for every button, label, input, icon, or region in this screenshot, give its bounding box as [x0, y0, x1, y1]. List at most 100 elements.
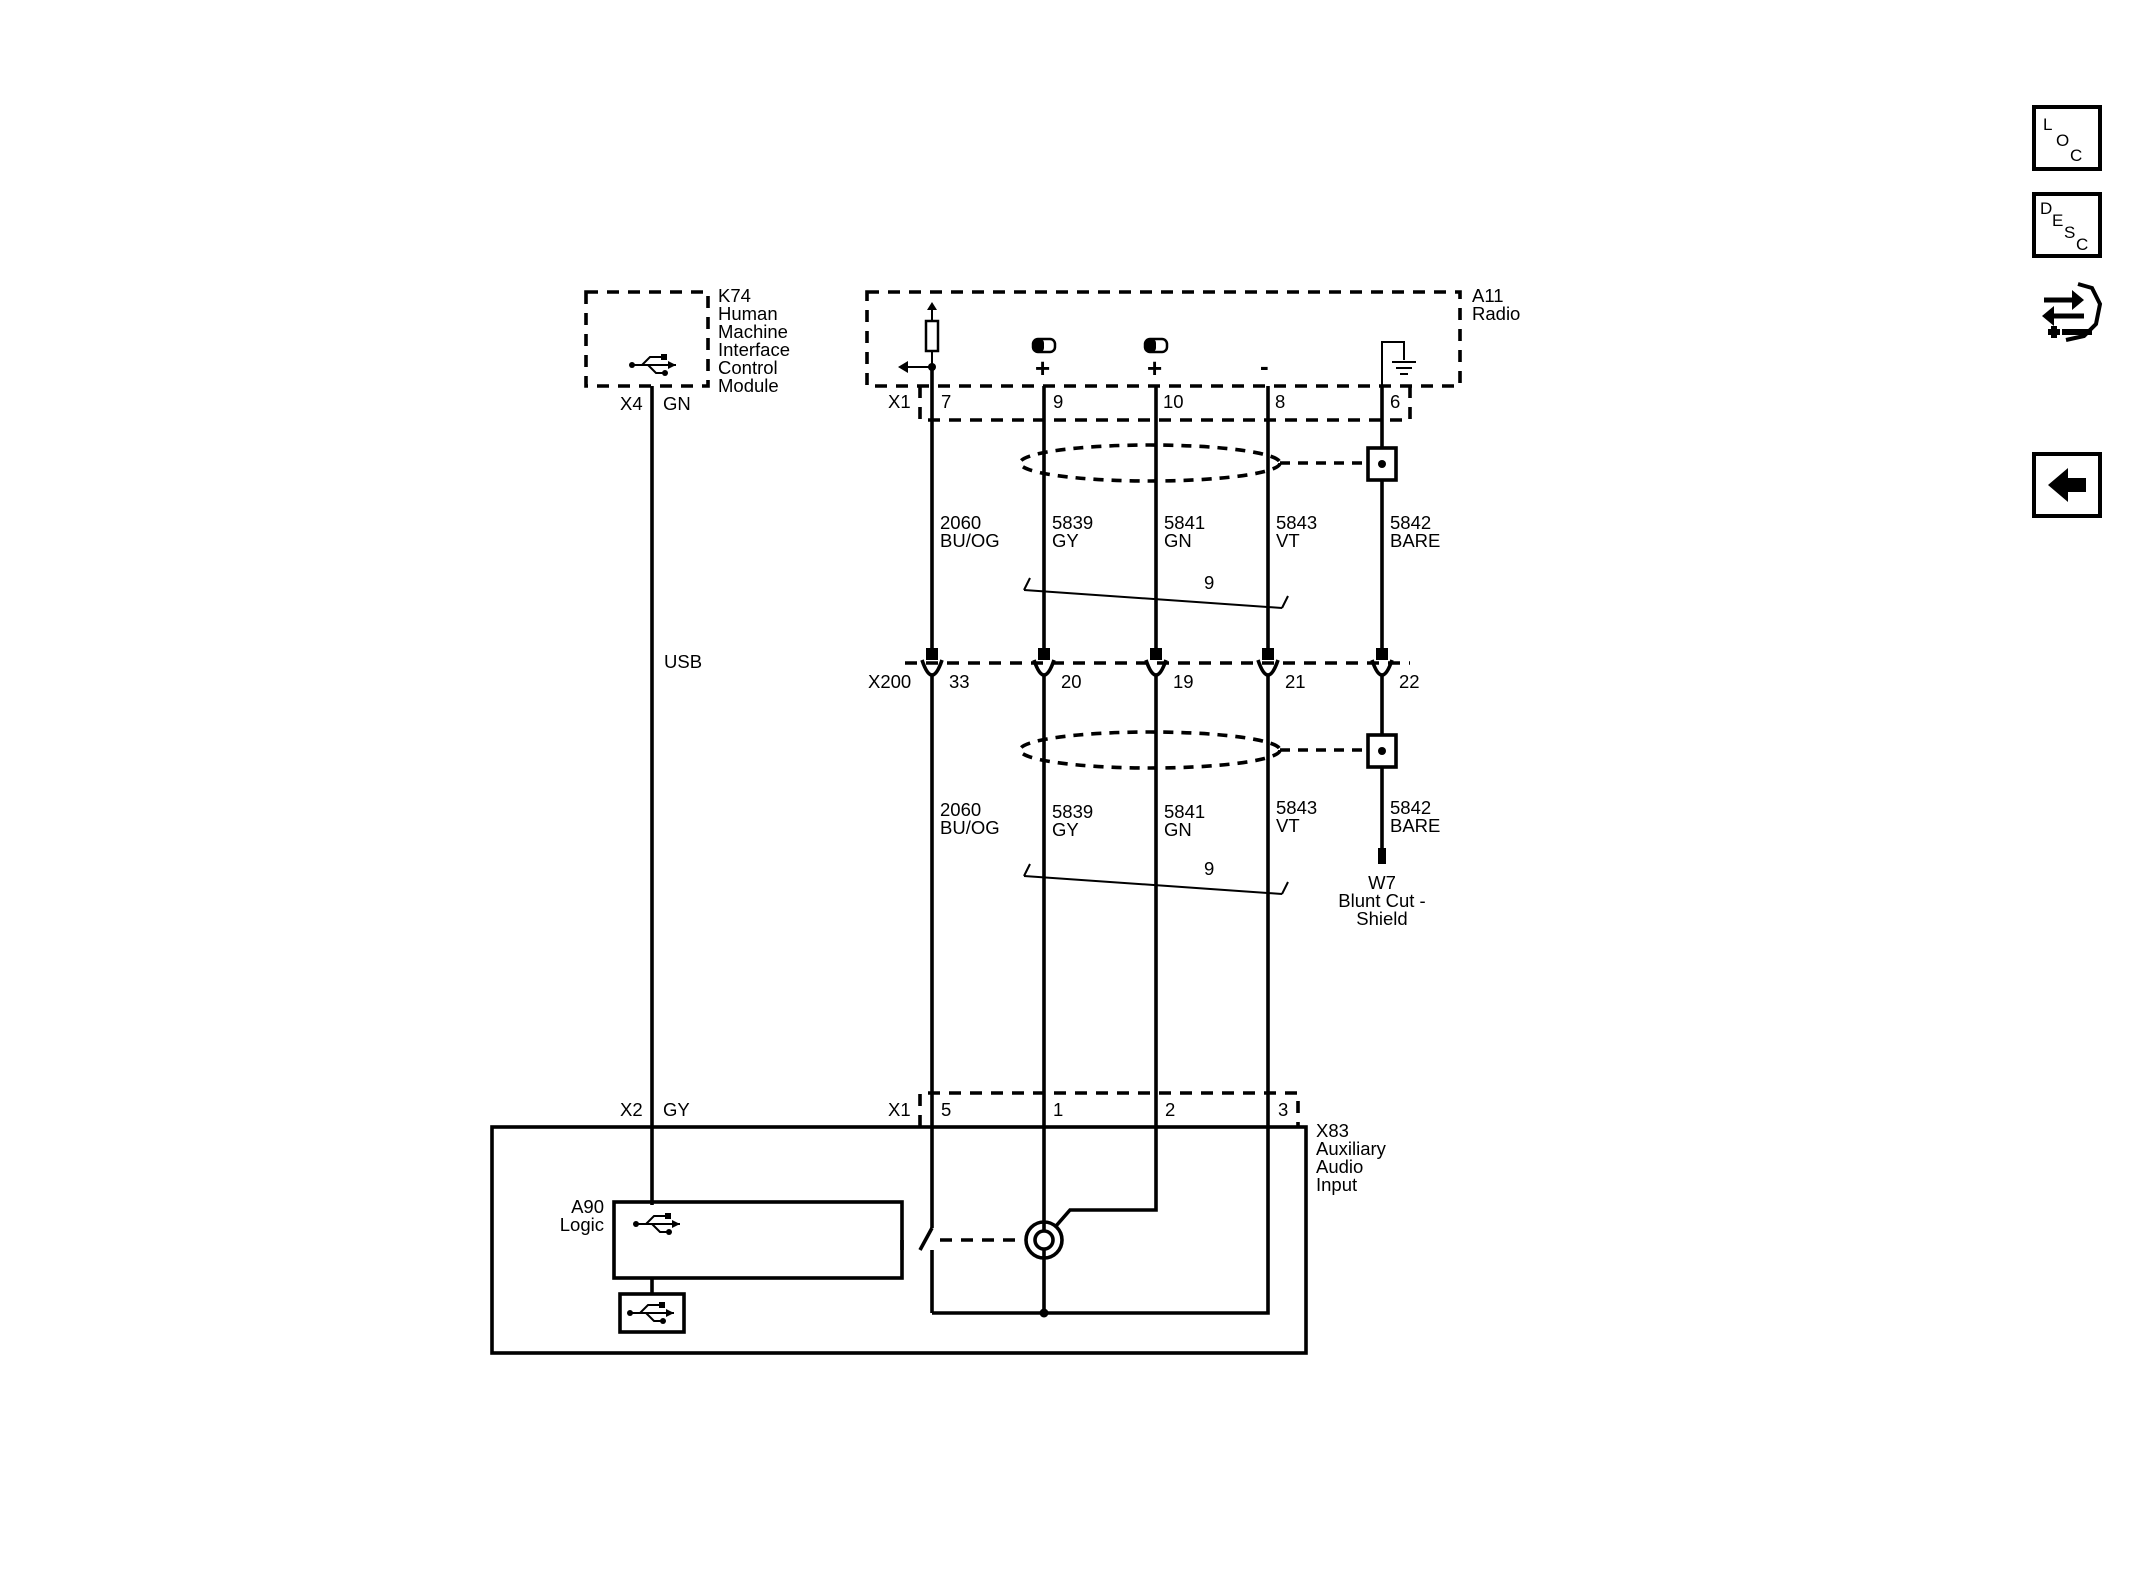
ground-blunt-cut-label: Blunt Cut - [1338, 890, 1425, 911]
k74-usb-icon [629, 354, 676, 376]
back-button[interactable] [2032, 452, 2102, 518]
upper-color-vt: VT [1276, 530, 1300, 551]
upper-circuit-5839: 5839 [1052, 512, 1093, 533]
upper-twist-marker [1023, 577, 1289, 609]
a11-label-2: Radio [1472, 303, 1520, 324]
a11-pin9-plus: + [1035, 353, 1050, 383]
lower-harness: 2060 BU/OG 5839 GY 5841 GN 5843 VT 5842 … [930, 675, 1440, 1205]
upper-color-bare: BARE [1390, 530, 1440, 551]
a11-x1-label: X1 [888, 391, 911, 412]
x83-pin-1: 1 [1053, 1099, 1063, 1120]
common-bus-splice [1039, 1308, 1049, 1318]
lower-twist-marker [1023, 863, 1289, 895]
lower-circuit-5842: 5842 [1390, 797, 1431, 818]
x83-module-outline [490, 1125, 1308, 1355]
k74-hmi-module: K74 Human Machine Interface Control Modu… [584, 285, 790, 414]
x83-aux-input-module: X83 Auxiliary Audio Input X1 5 1 2 3 X2 … [490, 1091, 1387, 1355]
a90-label-1: A90 [571, 1196, 604, 1217]
a11-pin-10: 10 [1163, 391, 1184, 412]
k74-connector-label: X4 [620, 393, 643, 414]
loc-letter-c: C [2070, 146, 2082, 165]
lower-color-vt: VT [1276, 815, 1300, 836]
k74-wire-color: GN [663, 393, 691, 414]
desc-letter-e: E [2052, 211, 2063, 230]
x83-x2-label: X2 [620, 1099, 643, 1120]
signal-flow-icon[interactable] [2034, 276, 2103, 352]
lower-twist-label: 9 [1204, 858, 1214, 879]
x200-pin-21: 21 [1285, 671, 1306, 692]
a11-pin-8: 8 [1275, 391, 1285, 412]
a90-usb-icon [633, 1213, 680, 1235]
x83-x1-label: X1 [888, 1099, 911, 1120]
upper-shield-ellipse [1018, 443, 1282, 483]
x200-pin-33: 33 [949, 671, 970, 692]
lower-shield-ellipse [1018, 730, 1282, 770]
a11-pin-6: 6 [1390, 391, 1400, 412]
x83-pin-2: 2 [1165, 1099, 1175, 1120]
upper-circuit-5843: 5843 [1276, 512, 1317, 533]
x83-usb-wire-color: GY [663, 1099, 690, 1120]
desc-button[interactable]: D E S C [2032, 192, 2102, 258]
a11-pin-7: 7 [941, 391, 951, 412]
lower-shield-drain [1366, 733, 1398, 769]
audio-jack-icon [1024, 1205, 1158, 1313]
x83-x1-connector-outline [918, 1091, 1300, 1127]
lower-circuit-5843: 5843 [1276, 797, 1317, 818]
jack-common-bus [932, 1205, 1270, 1315]
k74-label-6: Module [718, 375, 779, 396]
lower-circuit-5841: 5841 [1164, 801, 1205, 822]
a11-pin6-ground-icon [1381, 341, 1416, 386]
x200-inline-connector: X200 33 20 19 21 22 [868, 648, 1420, 692]
x83-label-4: Input [1316, 1174, 1357, 1195]
upper-color-bu-og: BU/OG [940, 530, 1000, 551]
upper-color-gy: GY [1052, 530, 1079, 551]
loc-button[interactable]: L O C [2032, 105, 2102, 171]
k74-label-4: Interface [718, 339, 790, 360]
x83-label-2: Auxiliary [1316, 1138, 1387, 1159]
usb-label: USB [664, 651, 702, 672]
a11-pin10-plus: + [1147, 353, 1162, 383]
w7-blunt-cut-end [1378, 848, 1386, 864]
a11-pin10-audio-plus-symbol: + [1143, 337, 1169, 383]
x200-pin-22: 22 [1399, 671, 1420, 692]
upper-circuit-5842: 5842 [1390, 512, 1431, 533]
usb-port-icon [627, 1302, 674, 1324]
k74-label-1: K74 [718, 285, 751, 306]
upper-twist-label: 9 [1204, 572, 1214, 593]
upper-circuit-5841: 5841 [1164, 512, 1205, 533]
desc-letter-d: D [2040, 199, 2052, 218]
ground-w7-label: W7 [1368, 872, 1396, 893]
x83-pin-3: 3 [1278, 1099, 1288, 1120]
desc-letter-c: C [2076, 235, 2088, 254]
loc-letter-o: O [2056, 131, 2069, 150]
x200-label: X200 [868, 671, 911, 692]
a11-pin7-pullup-symbol [898, 302, 940, 373]
k74-label-2: Human [718, 303, 778, 324]
lower-color-bu-og: BU/OG [940, 817, 1000, 838]
lower-circuit-5839: 5839 [1052, 801, 1093, 822]
x200-pin-19: 19 [1173, 671, 1194, 692]
a11-pin-9: 9 [1053, 391, 1063, 412]
a11-radio-module: A11 Radio + + - [865, 285, 1520, 422]
k74-module-outline [584, 290, 710, 388]
a90-logic-box [612, 1200, 904, 1280]
detect-switch-symbol [900, 1205, 1020, 1313]
lower-color-gn: GN [1164, 819, 1192, 840]
a90-label-2: Logic [560, 1214, 604, 1235]
ground-shield-label: Shield [1356, 908, 1407, 929]
upper-circuit-2060: 2060 [940, 512, 981, 533]
upper-color-gn: GN [1164, 530, 1192, 551]
a11-x1-connector-outline [918, 386, 1412, 422]
a11-pin9-audio-plus-symbol: + [1031, 337, 1057, 383]
desc-letter-s: S [2064, 223, 2075, 242]
x200-pin-20: 20 [1061, 671, 1082, 692]
back-arrow-icon [2048, 468, 2086, 502]
upper-harness: 2060 BU/OG 5839 GY 5841 GN 5843 VT 5842 … [930, 367, 1440, 660]
loc-letter-l: L [2043, 115, 2052, 134]
a11-label-1: A11 [1472, 285, 1504, 306]
usb-port-box [618, 1292, 686, 1334]
k74-label-5: Control [718, 357, 778, 378]
lower-color-gy: GY [1052, 819, 1079, 840]
x83-label-3: Audio [1316, 1156, 1363, 1177]
